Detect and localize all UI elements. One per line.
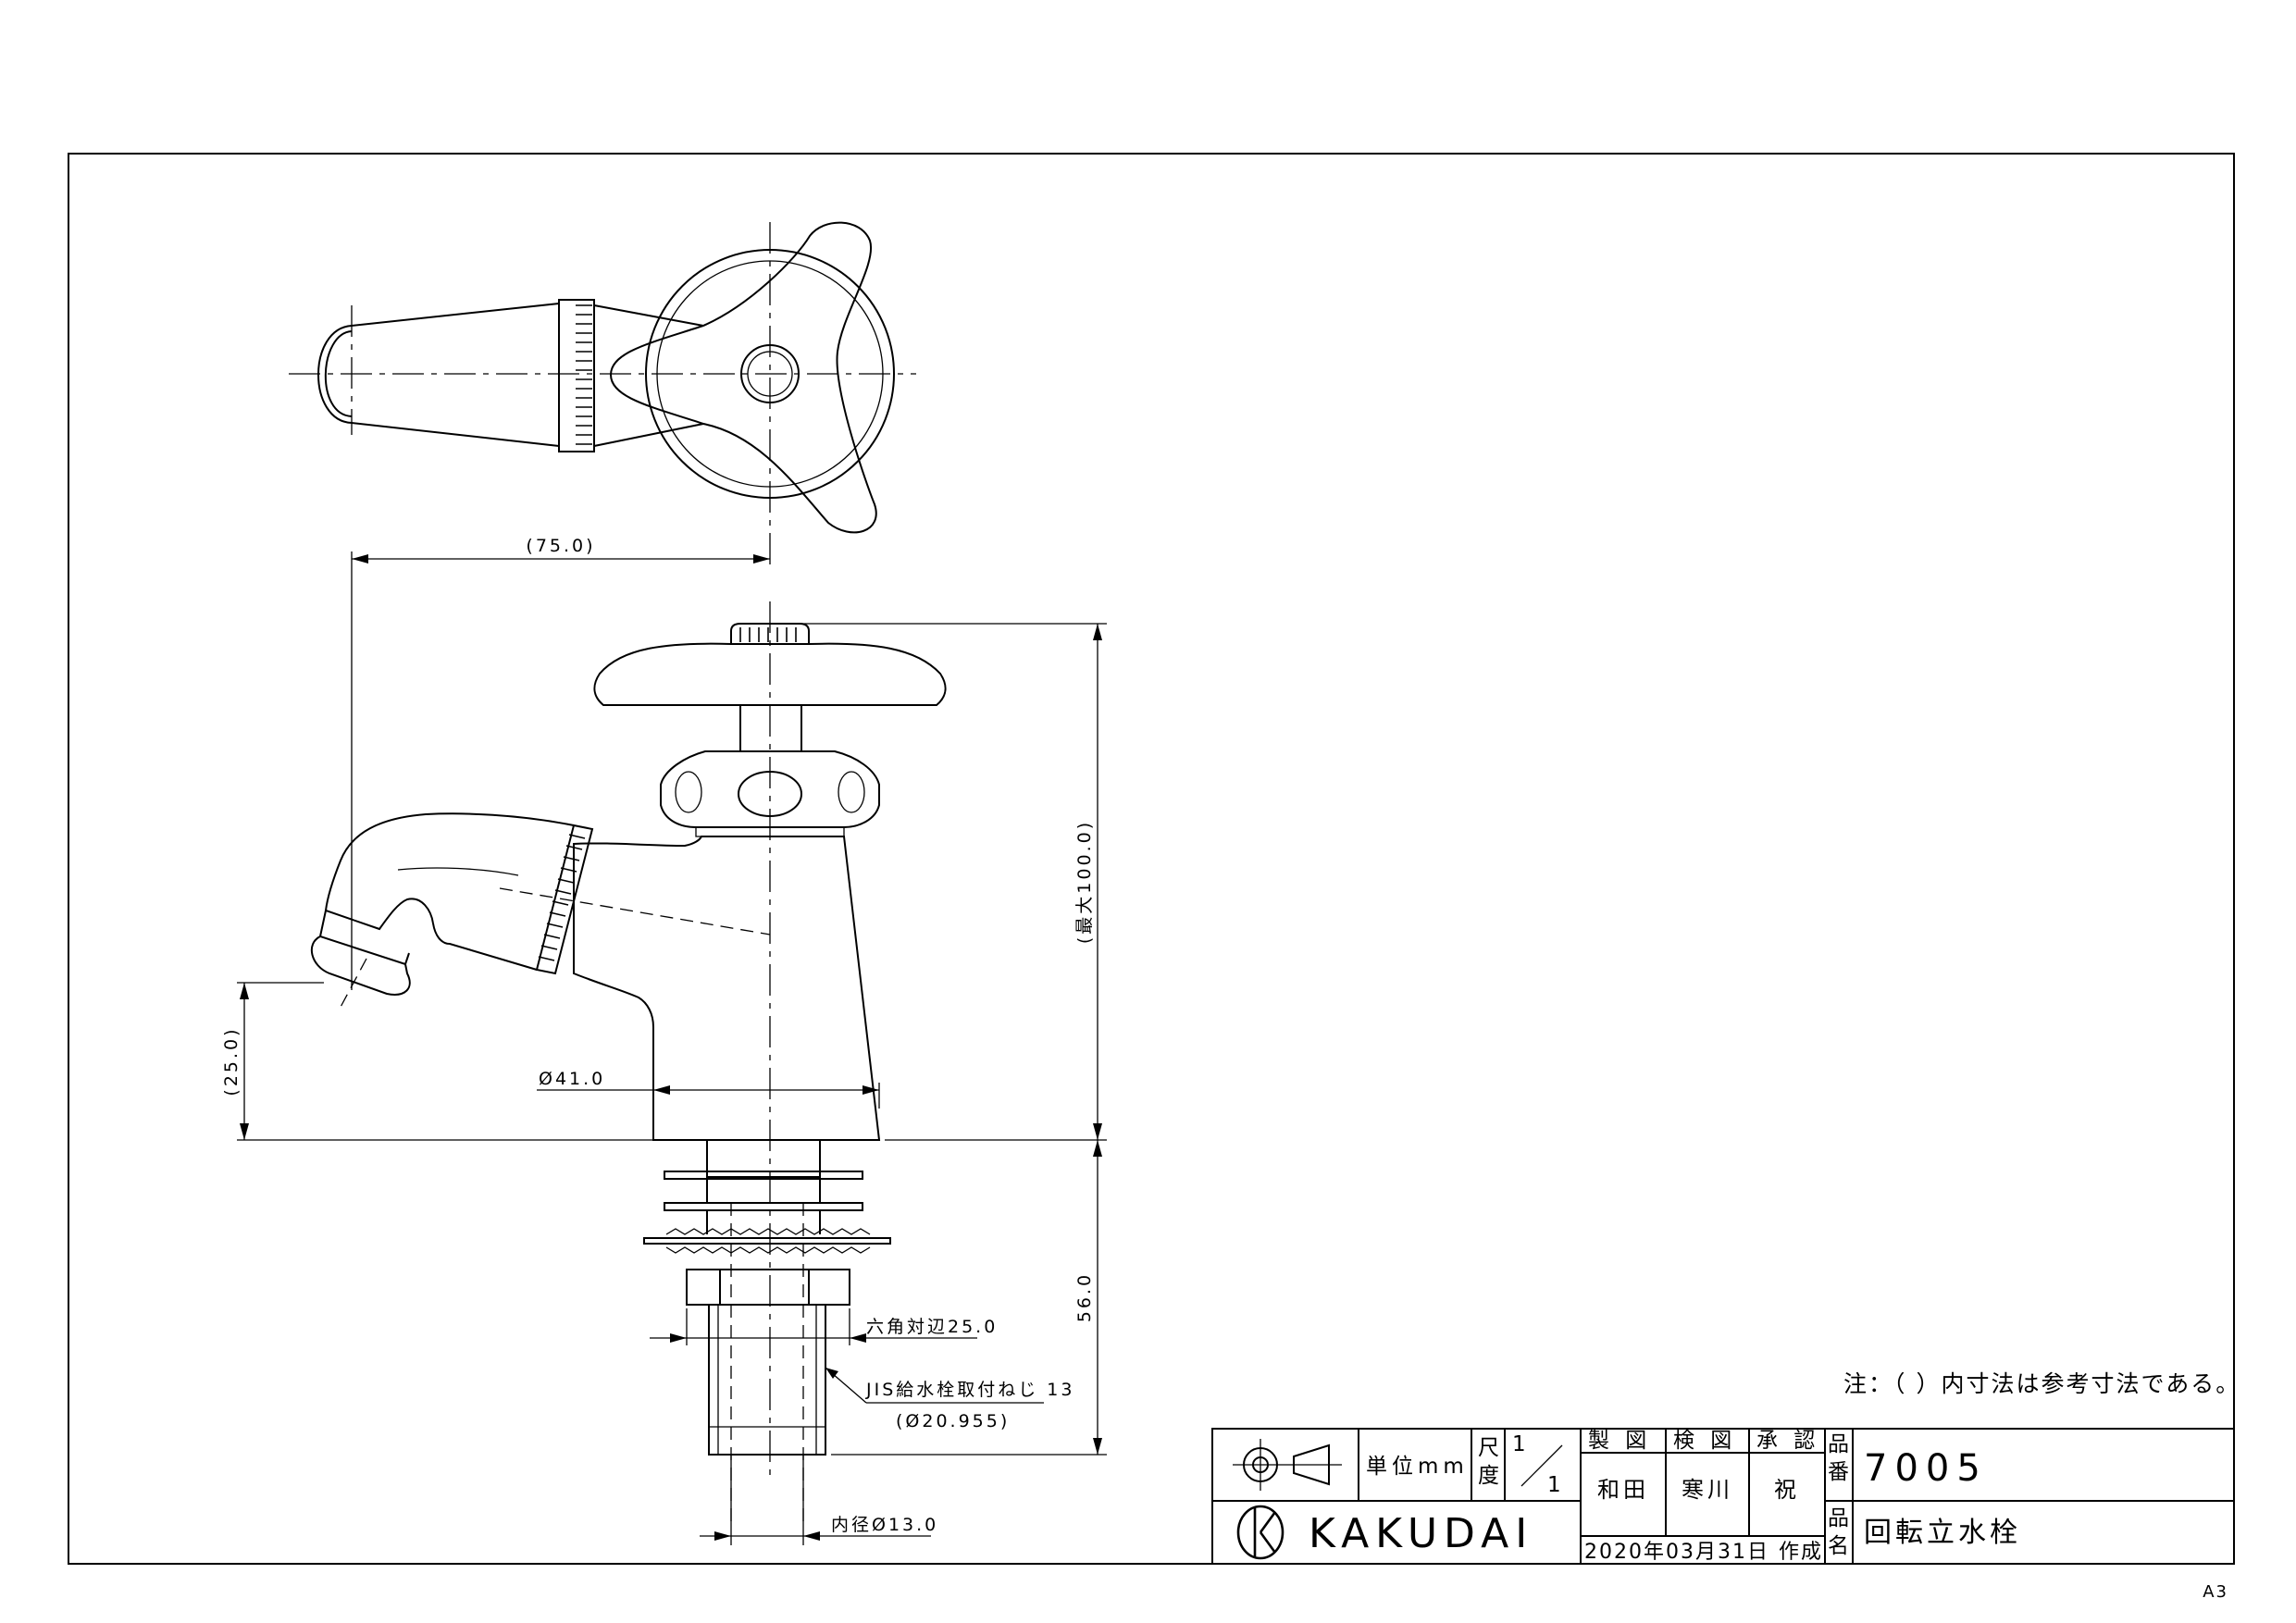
part-name-label-1: 品 <box>1828 1506 1854 1530</box>
dim-spout-height: (25.0) <box>221 1026 242 1096</box>
dim-max-height: (最大100.0) <box>1074 820 1095 944</box>
company-name: KAKUDAI <box>1309 1510 1533 1557</box>
top-view-spout <box>351 302 560 448</box>
drawn-by: 和田 <box>1597 1477 1649 1503</box>
part-name-label-2: 名 <box>1828 1534 1854 1558</box>
kakudai-logo: KAKUDAI <box>1236 1505 1533 1560</box>
front-view <box>311 601 947 1527</box>
hex-nut <box>686 1269 850 1306</box>
top-view <box>289 221 916 546</box>
threaded-shank <box>708 1304 826 1456</box>
top-view-knurl-marks <box>576 304 592 445</box>
dim-inner-diameter: 内径Ø13.0 <box>831 1515 938 1535</box>
checked-by: 寒川 <box>1682 1477 1733 1503</box>
checked-label: 検 図 <box>1673 1429 1736 1453</box>
title-block: 単位mm 尺 度 1 1 製 図 検 図 承 認 和田 寒川 祝 品 番 700… <box>1211 1428 2235 1565</box>
wave-washer <box>643 1237 891 1245</box>
dim-hex-across-flats: 六角対辺25.0 <box>866 1317 998 1337</box>
shank-upper <box>706 1139 821 1178</box>
faucet-body <box>573 836 881 1141</box>
spout <box>324 812 575 971</box>
dim-thread-diameter: (Ø20.955) <box>896 1411 1010 1431</box>
approved-by: 祝 <box>1774 1477 1800 1503</box>
handle-knob <box>593 642 947 706</box>
paper-size: A3 <box>2203 1582 2228 1602</box>
washer-1 <box>664 1171 863 1180</box>
unit-label: 単位mm <box>1366 1455 1469 1479</box>
part-name: 回転立水栓 <box>1864 1517 2021 1549</box>
top-view-handle <box>609 221 877 534</box>
drawn-label: 製 図 <box>1588 1429 1651 1453</box>
dim-shank-length: 56.0 <box>1074 1272 1095 1322</box>
part-no-label-1: 品 <box>1828 1432 1854 1456</box>
part-no-label-2: 番 <box>1828 1460 1854 1484</box>
reference-note: 注：（ ）内寸法は参考寸法である。 <box>1843 1370 2240 1397</box>
spout-knurl-marks <box>538 834 586 961</box>
third-angle-projection-icon <box>1233 1439 1342 1491</box>
washer-2 <box>664 1202 863 1211</box>
part-no: 7005 <box>1864 1447 1988 1490</box>
scale-denominator: 1 <box>1547 1473 1566 1497</box>
dimensions: (75.0) (最大100.0) (25.0) Ø41.0 56.0 <box>221 536 1107 1545</box>
creation-date: 2020年03月31日 <box>1584 1541 1769 1564</box>
top-view-nozzle-tip <box>324 330 353 417</box>
scale-label-1: 尺 <box>1478 1436 1504 1460</box>
dim-spout-reach: (75.0) <box>526 536 595 556</box>
drawing-frame <box>68 153 2235 1565</box>
date-suffix: 作成 <box>1779 1541 1823 1564</box>
nozzle <box>318 910 410 966</box>
dim-thread-label: JIS給水栓取付ねじ 13 <box>865 1380 1074 1400</box>
handle-stem <box>739 704 802 752</box>
approved-label: 承 認 <box>1756 1429 1819 1453</box>
top-view-knurl-ring <box>558 299 595 452</box>
scale-numerator: 1 <box>1512 1432 1531 1456</box>
scale-label-2: 度 <box>1478 1464 1504 1488</box>
dim-body-diameter: Ø41.0 <box>539 1069 605 1089</box>
spout-knurl-ring <box>535 824 594 975</box>
